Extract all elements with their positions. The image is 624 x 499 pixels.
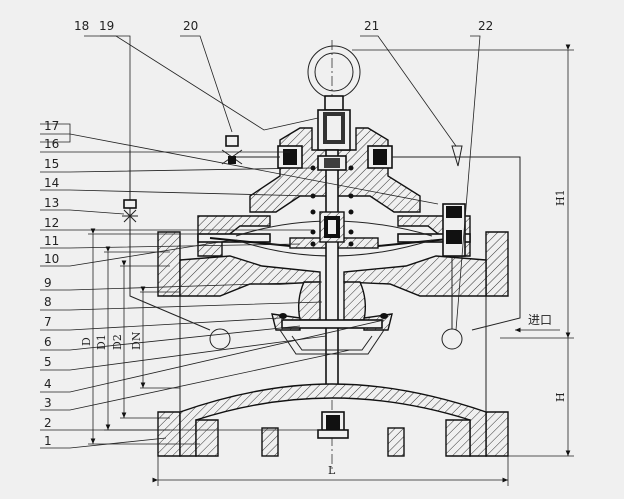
callout-15: 15: [44, 157, 59, 171]
callout-12: 12: [44, 216, 59, 230]
pilot-port-left: [209, 328, 231, 350]
callout-9: 9: [44, 276, 52, 290]
dim-D: D: [80, 337, 93, 346]
callout-10: 10: [44, 252, 59, 266]
callout-3: 3: [44, 396, 52, 410]
callout-21: 21: [364, 19, 379, 33]
dimension-lines: [88, 44, 574, 486]
callout-13: 13: [44, 196, 59, 210]
callout-11: 11: [44, 234, 59, 248]
callout-19: 19: [99, 19, 114, 33]
dim-DN: DN: [130, 331, 143, 350]
callout-4: 4: [44, 377, 52, 391]
inlet-label: 进口: [528, 313, 552, 327]
lifting-eye: [307, 45, 361, 111]
valve-body: [157, 231, 509, 457]
pilot-port-right: [441, 328, 463, 350]
callout-6: 6: [44, 335, 52, 349]
callout-1: 1: [44, 434, 52, 448]
callout-16: 16: [44, 137, 59, 151]
dim-L: L: [328, 464, 336, 477]
callout-20: 20: [183, 19, 198, 33]
leader-lines: [40, 35, 481, 449]
callout-22: 22: [478, 19, 493, 33]
dim-H1: H1: [554, 189, 567, 206]
callout-8: 8: [44, 295, 52, 309]
callout-5: 5: [44, 355, 52, 369]
callout-17: 17: [44, 119, 59, 133]
callout-18: 18: [74, 19, 89, 33]
dim-D1: D1: [95, 334, 108, 350]
dim-H: H: [554, 392, 567, 402]
callout-14: 14: [44, 176, 59, 190]
pilot-column: [209, 203, 466, 350]
callout-7: 7: [44, 315, 52, 329]
cover-plugs: [277, 145, 393, 169]
callout-2: 2: [44, 416, 52, 430]
valve-stem: [310, 149, 354, 391]
dim-D2: D2: [111, 334, 124, 350]
